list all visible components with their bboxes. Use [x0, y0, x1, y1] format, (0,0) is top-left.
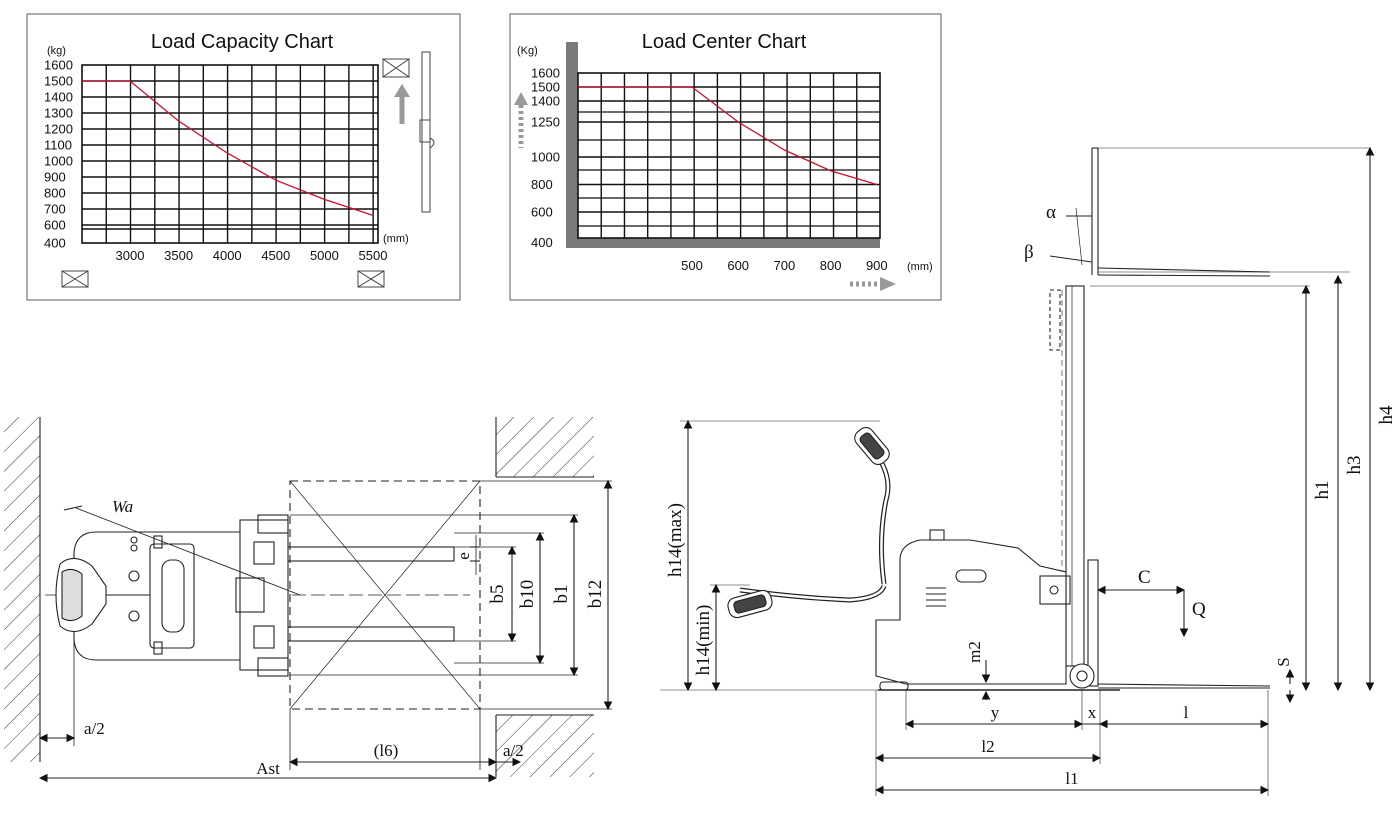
x-tick-label: 4500: [261, 248, 290, 263]
h1-label: h1: [1312, 481, 1333, 500]
load-center-curve: [578, 86, 877, 186]
b12-label: b12: [585, 580, 606, 609]
y-tick-label: 1200: [44, 122, 73, 137]
load-capacity-title: Load Capacity Chart: [151, 31, 334, 53]
y-tick-label: 700: [44, 202, 66, 217]
alpha-label: α: [1046, 202, 1056, 223]
ast-label: Ast: [256, 759, 280, 778]
b10-label: b10: [517, 580, 538, 609]
load-center-x-ticks: 500 600 700 800 900: [681, 258, 888, 273]
load-capacity-x-ticks: 3000 3500 4000 4500 5000 5500: [116, 248, 388, 263]
y-tick-label: 1500: [531, 80, 560, 95]
q-label: Q: [1192, 599, 1206, 620]
beta-label: β: [1024, 242, 1034, 263]
y-tick-label: 400: [531, 235, 553, 250]
pallet-icon: [357, 270, 385, 288]
s-label: S: [1274, 657, 1293, 666]
y-tick-label: 1400: [531, 94, 560, 109]
a2-left-label: a/2: [84, 719, 105, 738]
side-view-labels: α β h4 h3 h1 h14(max) h14(min) C Q S m2 …: [665, 202, 1395, 788]
pallet-icon: [61, 270, 89, 288]
b5-label: b5: [487, 585, 508, 604]
x-tick-label: 5500: [359, 248, 388, 263]
y-tick-label: 1600: [531, 66, 560, 81]
grid-border: [81, 64, 379, 244]
side-view-drawing: [660, 146, 1375, 796]
up-arrow-icon: [514, 92, 528, 148]
mast-lift-pictogram: [382, 51, 435, 213]
y-tick-label: 800: [531, 177, 553, 192]
load-capacity-curve: [82, 80, 374, 217]
a2-right-label: a/2: [503, 741, 524, 760]
fork: [287, 626, 455, 642]
y-tick-label: 1250: [531, 115, 560, 130]
m2-label: m2: [965, 641, 984, 663]
l-label: l: [1184, 703, 1189, 722]
y-label: y: [991, 703, 1000, 722]
c-label: C: [1138, 567, 1151, 588]
y-tick-label: 1300: [44, 106, 73, 121]
x-label: x: [1088, 703, 1097, 722]
x-tick-label: 5000: [310, 248, 339, 263]
y-tick-label: 1000: [44, 154, 73, 169]
l1-label: l1: [1065, 769, 1078, 788]
y-tick-label: 600: [531, 205, 553, 220]
b1-label: b1: [551, 585, 572, 604]
x-tick-label: 700: [774, 258, 796, 273]
wall-hatch: [496, 417, 594, 477]
load-capacity-x-unit: (mm): [383, 233, 409, 245]
y-tick-label: 1400: [44, 90, 73, 105]
x-tick-label: 800: [820, 258, 842, 273]
y-tick-label: 900: [44, 170, 66, 185]
load-capacity-frame: [26, 13, 461, 301]
l6-label: (l6): [374, 741, 399, 760]
x-tick-label: 3000: [116, 248, 145, 263]
load-center-y-unit: (Kg): [517, 45, 538, 57]
y-tick-label: 400: [44, 236, 66, 251]
pallet-outline: [289, 480, 481, 710]
y-tick-label: 800: [44, 186, 66, 201]
h4-label: h4: [1376, 405, 1395, 425]
y-tick-label: 1600: [44, 58, 73, 73]
wa-label: Wa: [112, 497, 133, 516]
x-tick-label: 3500: [164, 248, 193, 263]
load-capacity-y-ticks: 1600150014001300120011001000900800700600…: [44, 58, 73, 251]
x-tick-label: 600: [727, 258, 749, 273]
x-tick-label: 900: [866, 258, 888, 273]
l2-label: l2: [981, 737, 994, 756]
y-tick-label: 1100: [44, 138, 72, 153]
top-view-drawing: [4, 417, 613, 783]
right-arrow-icon: [850, 277, 896, 291]
x-tick-label: 500: [681, 258, 703, 273]
top-view-labels: Wa e b5 b10 b1 b12 a/2 (l6) a/2 Ast: [84, 497, 606, 778]
load-center-x-unit: (mm): [907, 261, 933, 273]
wall-hatch: [496, 715, 594, 777]
y-tick-label: 600: [44, 218, 66, 233]
e-label: e: [454, 552, 473, 560]
y-tick-label: 1000: [531, 150, 560, 165]
x-tick-label: 4000: [213, 248, 242, 263]
load-center-title: Load Center Chart: [642, 31, 807, 53]
h3-label: h3: [1344, 456, 1365, 475]
y-tick-label: 1500: [44, 74, 73, 89]
wall-hatch: [4, 417, 40, 762]
load-capacity-y-unit: (kg): [47, 45, 66, 57]
h14-max-label: h14(max): [665, 503, 686, 577]
load-capacity-panel: Load Capacity Chart (kg) (mm) 1600150014…: [26, 13, 461, 301]
load-center-panel: Load Center Chart (Kg) (mm) 160015001400…: [509, 13, 942, 301]
grid-border: [577, 72, 881, 239]
h14-min-label: h14(min): [693, 605, 714, 676]
fork: [287, 546, 455, 562]
load-capacity-grid: [81, 64, 379, 244]
